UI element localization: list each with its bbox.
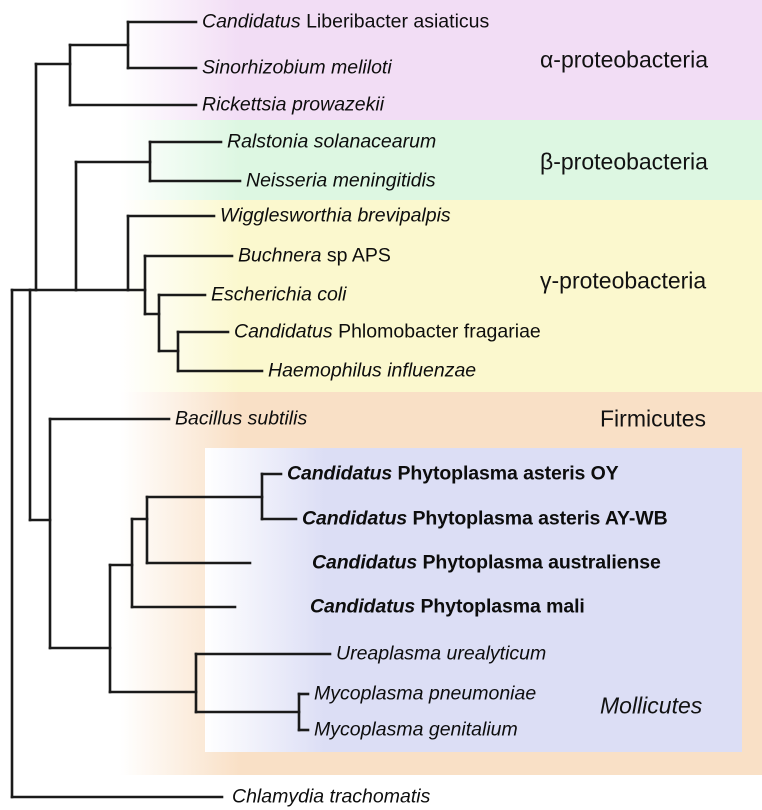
- taxon-genus-ureaplasma: Ureaplasma urealyticum: [336, 642, 547, 665]
- taxon-label-sinorhizobium: Sinorhizobium meliloti: [202, 58, 392, 78]
- taxon-genus-australiense: Candidatus: [312, 551, 418, 574]
- taxon-genus-asteris-aywb: Candidatus: [302, 507, 408, 530]
- taxon-label-buchnera: Buchnera sp APS: [238, 246, 391, 266]
- taxon-label-m-pneumoniae: Mycoplasma pneumoniae: [314, 684, 536, 704]
- taxon-genus-ralstonia: Ralstonia solanacearum: [227, 130, 437, 153]
- taxon-label-bacillus: Bacillus subtilis: [175, 409, 307, 429]
- taxon-label-escherichia: Escherichia coli: [211, 285, 346, 305]
- group-label-beta: β-proteobacteria: [540, 148, 708, 175]
- taxon-genus-haemophilus: Haemophilus influenzae: [268, 359, 477, 382]
- taxon-epithet-asteris-oy: Phytoplasma asteris OY: [392, 462, 619, 485]
- taxon-genus-bacillus: Bacillus subtilis: [175, 407, 308, 430]
- taxon-genus-m-pneumoniae: Mycoplasma pneumoniae: [314, 682, 537, 705]
- taxon-label-wigglesworthia: Wigglesworthia brevipalpis: [220, 206, 451, 226]
- taxon-genus-buchnera: Buchnera: [238, 244, 322, 267]
- taxon-epithet-mali: Phytoplasma mali: [415, 595, 585, 618]
- taxon-epithet-buchnera: sp APS: [321, 244, 391, 267]
- taxon-genus-phlomobacter: Candidatus: [234, 320, 333, 343]
- taxon-label-neisseria: Neisseria meningitidis: [246, 171, 436, 191]
- taxon-label-rickettsia: Rickettsia prowazekii: [202, 95, 384, 115]
- taxon-genus-rickettsia: Rickettsia prowazekii: [202, 93, 385, 116]
- taxon-label-chlamydia: Chlamydia trachomatis: [232, 787, 430, 807]
- taxon-label-ureaplasma: Ureaplasma urealyticum: [336, 644, 546, 664]
- taxon-epithet-asteris-aywb: Phytoplasma asteris AY-WB: [407, 507, 668, 530]
- group-label-firmicutes: Firmicutes: [600, 405, 707, 432]
- taxon-genus-wigglesworthia: Wigglesworthia brevipalpis: [220, 204, 451, 227]
- taxon-epithet-australiense: Phytoplasma australiense: [417, 551, 661, 574]
- group-label-mollicutes: Mollicutes: [600, 692, 703, 719]
- group-label-alpha: α-proteobacteria: [540, 46, 708, 73]
- taxon-label-asteris-oy: Candidatus Phytoplasma asteris OY: [287, 464, 619, 484]
- taxon-genus-neisseria: Neisseria meningitidis: [246, 169, 436, 192]
- taxon-label-mali: Candidatus Phytoplasma mali: [310, 597, 585, 617]
- taxon-epithet-liberibacter: Liberibacter asiaticus: [300, 10, 490, 33]
- taxon-genus-sinorhizobium: Sinorhizobium meliloti: [202, 56, 392, 79]
- taxon-label-australiense: Candidatus Phytoplasma australiense: [312, 553, 661, 573]
- taxon-genus-asteris-oy: Candidatus: [287, 462, 393, 485]
- taxon-label-liberibacter: Candidatus Liberibacter asiaticus: [202, 12, 489, 32]
- taxon-genus-mali: Candidatus: [310, 595, 416, 618]
- taxon-genus-chlamydia: Chlamydia trachomatis: [232, 785, 431, 808]
- taxon-label-m-genitalium: Mycoplasma genitalium: [314, 720, 518, 740]
- taxon-label-asteris-aywb: Candidatus Phytoplasma asteris AY-WB: [302, 509, 668, 529]
- taxon-epithet-phlomobacter: Phlomobacter fragariae: [332, 320, 541, 343]
- taxon-label-phlomobacter: Candidatus Phlomobacter fragariae: [234, 322, 541, 342]
- taxon-genus-m-genitalium: Mycoplasma genitalium: [314, 718, 518, 741]
- taxon-label-haemophilus: Haemophilus influenzae: [268, 361, 476, 381]
- taxon-genus-liberibacter: Candidatus: [202, 10, 301, 33]
- taxon-label-ralstonia: Ralstonia solanacearum: [227, 132, 436, 152]
- group-label-gamma: γ-proteobacteria: [540, 267, 707, 294]
- taxon-genus-escherichia: Escherichia coli: [211, 283, 347, 306]
